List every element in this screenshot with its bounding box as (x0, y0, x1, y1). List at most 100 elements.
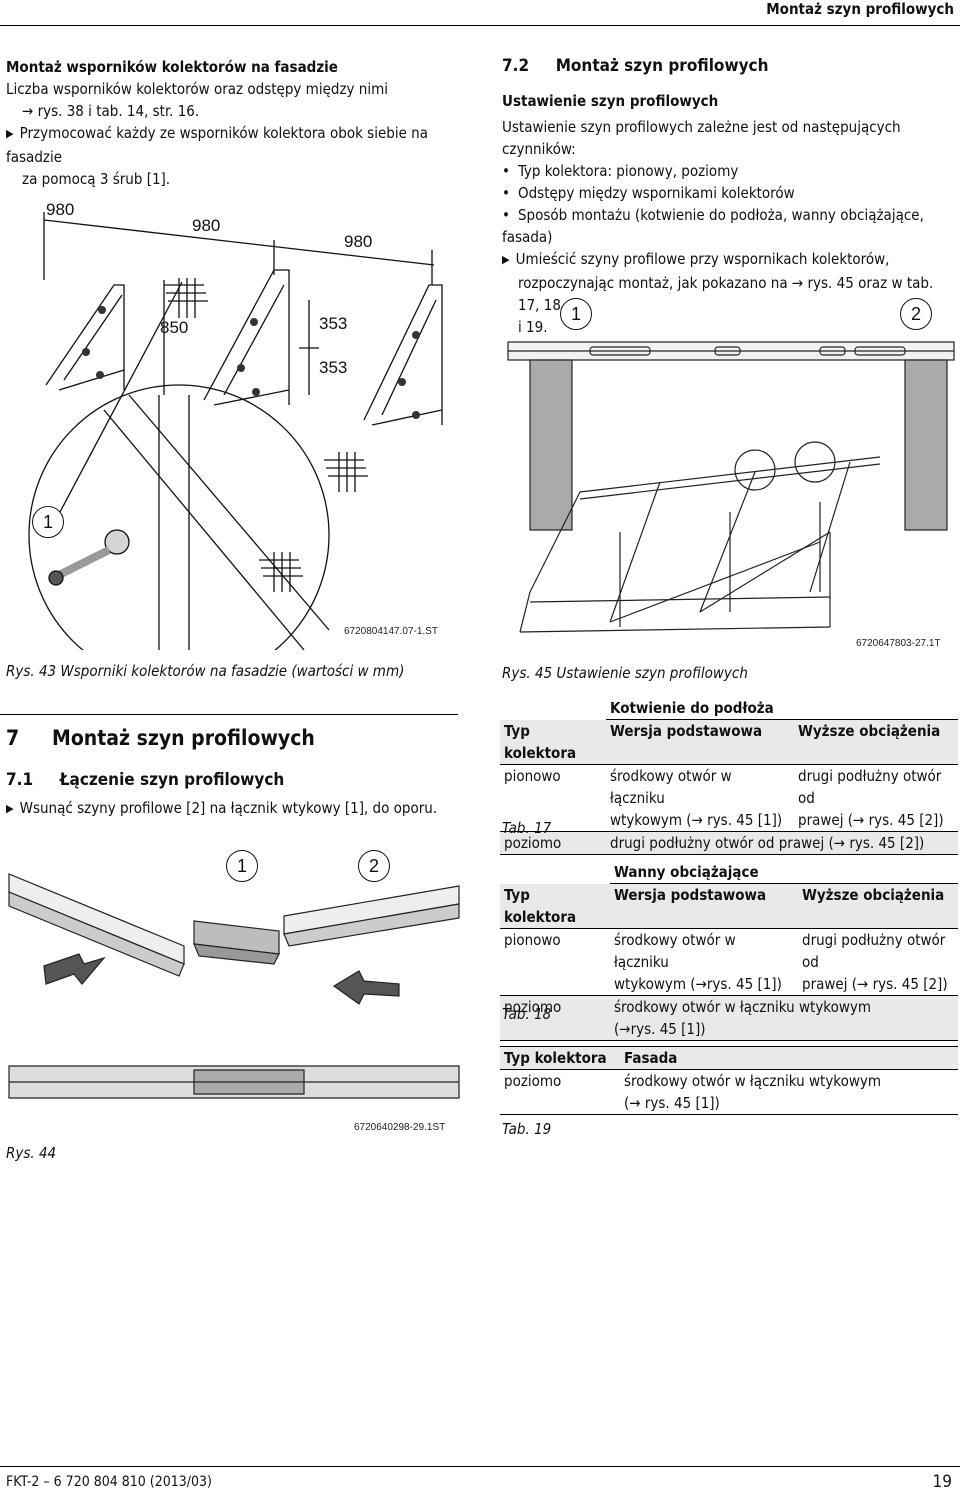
placement-text-1: Umieścić szyny profilowe przy wspornikac… (515, 250, 890, 268)
table-col-header: Wyższe obciążenia (794, 719, 958, 765)
table-cell: pionowo (500, 928, 610, 996)
cell-line: (→ rys. 45 [1]) (624, 1094, 720, 1112)
cell-line: prawej (→ rys. 45 [2]) (802, 974, 948, 993)
figure-45: 1 2 6720647803-27.1T (500, 292, 956, 654)
cell-line: środkowy otwór w łączniku (614, 930, 736, 971)
table-17: Kotwienie do podłoża Typ kolektora Wersj… (500, 697, 958, 855)
table-cell: poziomo (500, 995, 610, 1041)
table-cell: pionowo (500, 764, 606, 832)
placement-step-2: rozpoczynając montaż, jak pokazano na → … (518, 274, 934, 314)
dimension-850: 850 (160, 318, 189, 337)
table-19: Typ kolektora Fasada poziomo środkowy ot… (500, 1046, 958, 1115)
table-cell: środkowy otwór w łączniku wtykowym (→ rys… (606, 764, 794, 832)
factor-bullet: Sposób montażu (kotwienie do podłoża, wa… (502, 204, 957, 248)
figure-45-caption: Rys. 45 Ustawienie szyn profilowych (502, 664, 748, 682)
figure-45-doc-id: 6720647803-27.1T (856, 638, 941, 649)
cell-line: wtykowym (→ rys. 45 [1]) (610, 810, 783, 829)
section-7-1-step: Wsunąć szyny profilowe [2] na łącznik wt… (6, 797, 437, 821)
intro-line-2: → rys. 38 i tab. 14, str. 16. (22, 102, 200, 120)
table-cell: środkowy otwór w łączniku wtykowym (→rys.… (610, 928, 798, 996)
table-row: poziomo środkowy otwór w łączniku wtykow… (500, 995, 958, 1041)
factor-bullet: Typ kolektora: pionowy, poziomy (502, 160, 957, 182)
table-col-header: Wyższe obciążenia (798, 883, 958, 929)
placement-step-1: Umieścić szyny profilowe przy wspornikac… (502, 248, 957, 272)
cell-line: prawej (→ rys. 45 [2]) (798, 810, 944, 829)
figure-43-doc-id: 6720804147.07-1.ST (344, 626, 438, 637)
left-intro: Montaż wsporników kolektorów na fasadzie… (6, 56, 476, 190)
table-row: pionowo środkowy otwór w łączniku wtykowy… (500, 764, 958, 832)
callout-2: 2 (900, 298, 932, 330)
section-7-1-title: 7.1 Łączenie szyn profilowych (6, 770, 285, 790)
table-18-caption: Tab. 18 (502, 1005, 552, 1023)
figure-43: 980 980 980 850 353 353 1 6720804147.07-… (4, 190, 454, 650)
figure-44-caption: Rys. 44 (6, 1144, 57, 1162)
page-number: 19 (932, 1472, 952, 1492)
table-col-header: Wersja podstawowa (610, 883, 798, 929)
right-intro: Ustawienie szyn profilowych Ustawienie s… (502, 90, 957, 338)
cell-line: drugi podłużny otwór od (802, 930, 946, 971)
running-header: Montaż szyn profilowych (766, 0, 954, 18)
table-cell: środkowy otwór w łączniku wtykowym (→ rys… (620, 1069, 958, 1115)
table-cell: poziomo (500, 831, 606, 855)
cell-line: środkowy otwór w łączniku (610, 766, 732, 807)
alignment-subheading: Ustawienie szyn profilowych (502, 92, 719, 110)
footer-rule (0, 1466, 960, 1467)
figure-43-caption: Rys. 43 Wsporniki kolektorów na fasadzie… (6, 662, 405, 680)
table-header-row: Typ kolektora Fasada (500, 1046, 958, 1070)
table-col-header: Wersja podstawowa (606, 719, 794, 765)
table-group-header: Wanny obciążające (610, 861, 958, 884)
rail-alignment-drawing (507, 341, 955, 633)
cell-line: drugi podłużny otwór od (798, 766, 942, 807)
table-header-row: Typ kolektora Wersja podstawowa Wyższe o… (500, 719, 958, 765)
table-row: poziomo drugi podłużny otwór od prawej (… (500, 831, 958, 855)
callout-1: 1 (226, 850, 258, 882)
table-col-header: Typ kolektora (500, 883, 610, 929)
table-cell: środkowy otwór w łączniku wtykowym (→rys.… (610, 995, 958, 1041)
placement-step-3: i 19. (518, 318, 548, 336)
table-row: poziomo środkowy otwór w łączniku wtykow… (500, 1069, 958, 1115)
table-cell: drugi podłużny otwór od prawej (→ rys. 45… (798, 928, 958, 996)
table-19-caption: Tab. 19 (502, 1120, 552, 1138)
table-18: Wanny obciążające Typ kolektora Wersja p… (500, 861, 958, 1041)
intro-line-1: Liczba wsporników kolektorów oraz odstęp… (6, 80, 389, 98)
section-7-title: 7 Montaż szyn profilowych (6, 726, 315, 750)
section-7-2-title: 7.2 Montaż szyn profilowych (502, 56, 769, 76)
table-cell: poziomo (500, 1069, 620, 1115)
facade-brackets-drawing (28, 212, 443, 650)
cell-line: wtykowym (→rys. 45 [1]) (614, 974, 782, 993)
figure-44: 1 2 6720640298-29.1ST (4, 836, 460, 1142)
table-col-header: Typ kolektora (500, 719, 606, 765)
step-line-2: za pomocą 3 śrub [1]. (22, 170, 171, 188)
callout-1: 1 (32, 506, 64, 538)
dimension-353-a: 353 (319, 314, 348, 333)
table-col-header: Fasada (620, 1046, 958, 1070)
factor-text: Odstępy między wspornikami kolektorów (517, 184, 795, 202)
section-rule (0, 714, 458, 715)
table-col-header: Typ kolektora (500, 1046, 620, 1070)
table-row: pionowo środkowy otwór w łączniku wtykowy… (500, 928, 958, 996)
factor-bullet: Odstępy między wspornikami kolektorów (502, 182, 957, 204)
table-cell: drugi podłużny otwór od prawej (→ rys. 4… (606, 831, 958, 855)
step-text-1: Przymocować każdy ze wsporników kolektor… (6, 124, 428, 166)
dimension-353-b: 353 (319, 358, 348, 377)
table-group-header: Kotwienie do podłoża (606, 697, 958, 720)
dimension-980-c: 980 (344, 232, 373, 251)
facade-heading: Montaż wsporników kolektorów na fasadzie (6, 58, 338, 76)
cell-line: środkowy otwór w łączniku wtykowym (614, 997, 872, 1016)
rail-connector-drawing (8, 873, 460, 1099)
dimension-980-a: 980 (46, 200, 75, 219)
figure-44-doc-id: 6720640298-29.1ST (354, 1122, 446, 1133)
factor-text: Typ kolektora: pionowy, poziomy (517, 162, 739, 180)
section-7-1-step-text: Wsunąć szyny profilowe [2] na łącznik wt… (19, 799, 438, 817)
footer-doc-number: FKT-2 – 6 720 804 810 (2013/03) (6, 1474, 212, 1490)
callout-1: 1 (560, 298, 592, 330)
header-rule (0, 25, 960, 26)
cell-line: (→rys. 45 [1]) (614, 1019, 706, 1038)
table-header-row: Typ kolektora Wersja podstawowa Wyższe o… (500, 883, 958, 929)
table-cell: drugi podłużny otwór od prawej (→ rys. 45… (794, 764, 958, 832)
cell-line: środkowy otwór w łączniku wtykowym (624, 1072, 882, 1090)
table-17-caption: Tab. 17 (502, 819, 552, 837)
alignment-intro: Ustawienie szyn profilowych zależne jest… (502, 118, 901, 158)
callout-2: 2 (358, 850, 390, 882)
step-line-1: Przymocować każdy ze wsporników kolektor… (6, 122, 476, 168)
